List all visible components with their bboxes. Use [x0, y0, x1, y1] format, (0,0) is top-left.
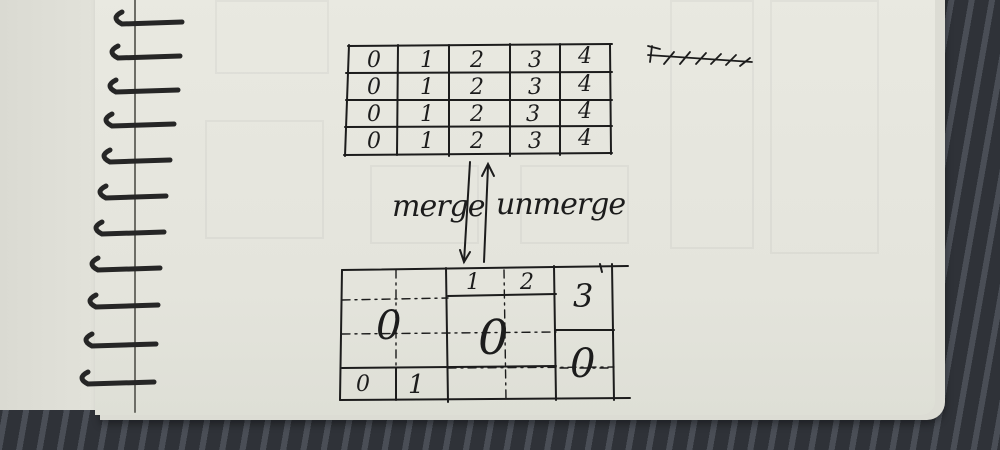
cell-r3-c3: 2: [470, 102, 484, 127]
cell-r2-c3: 2: [470, 75, 484, 100]
cell-r1-c4: 3: [528, 48, 542, 73]
show-through-box: [670, 0, 754, 249]
cell-r3-c1: 0: [367, 102, 381, 127]
cell-r2-c2: 1: [420, 75, 434, 100]
show-through-box: [770, 0, 879, 254]
cell-r1-c2: 1: [420, 48, 434, 73]
bottom-grid: [339, 263, 631, 403]
cell-r2-c4: 3: [528, 75, 542, 100]
show-through-box: [520, 165, 629, 244]
cell-r1-c1: 0: [367, 48, 381, 73]
merge-label: merge: [392, 189, 485, 224]
bottom-top-cell-3: 3: [573, 277, 594, 315]
bottom-top-cell-2: 2: [520, 270, 534, 295]
show-through-box: [215, 0, 329, 74]
merged-cell-right: 0: [570, 341, 596, 387]
show-through-box: [205, 120, 324, 239]
cell-r4-c3: 2: [470, 129, 484, 154]
cell-r3-c4: 3: [526, 102, 540, 127]
merge-arrows: [459, 161, 495, 265]
scribble: [647, 45, 753, 67]
cell-r4-c2: 1: [420, 129, 434, 154]
cell-r4-c4: 3: [528, 129, 542, 154]
cell-r4-c1: 0: [367, 129, 381, 154]
left-page: [0, 0, 110, 410]
cell-r2-c1: 0: [367, 75, 381, 100]
merged-cell-left: 0: [376, 303, 402, 349]
bottom-top-cell-1: 1: [466, 270, 480, 295]
cell-r3-c2: 1: [420, 102, 434, 127]
cell-r3-c5: 4: [578, 99, 592, 124]
bottom-cell-2: 1: [408, 370, 425, 400]
notebook-page: [95, 0, 935, 415]
bottom-grid-dashed: [341, 269, 615, 401]
top-grid: [343, 43, 613, 157]
spiral-binding: [79, 0, 185, 413]
cell-r2-c5: 4: [578, 72, 592, 97]
bottom-cell-1: 0: [356, 372, 370, 397]
merged-cell-center: 0: [478, 310, 509, 366]
cell-r1-c3: 2: [470, 48, 484, 73]
unmerge-label: unmerge: [496, 187, 626, 222]
cell-r4-c5: 4: [578, 126, 592, 151]
cell-r1-c5: 4: [578, 44, 592, 69]
show-through-box: [370, 165, 479, 244]
